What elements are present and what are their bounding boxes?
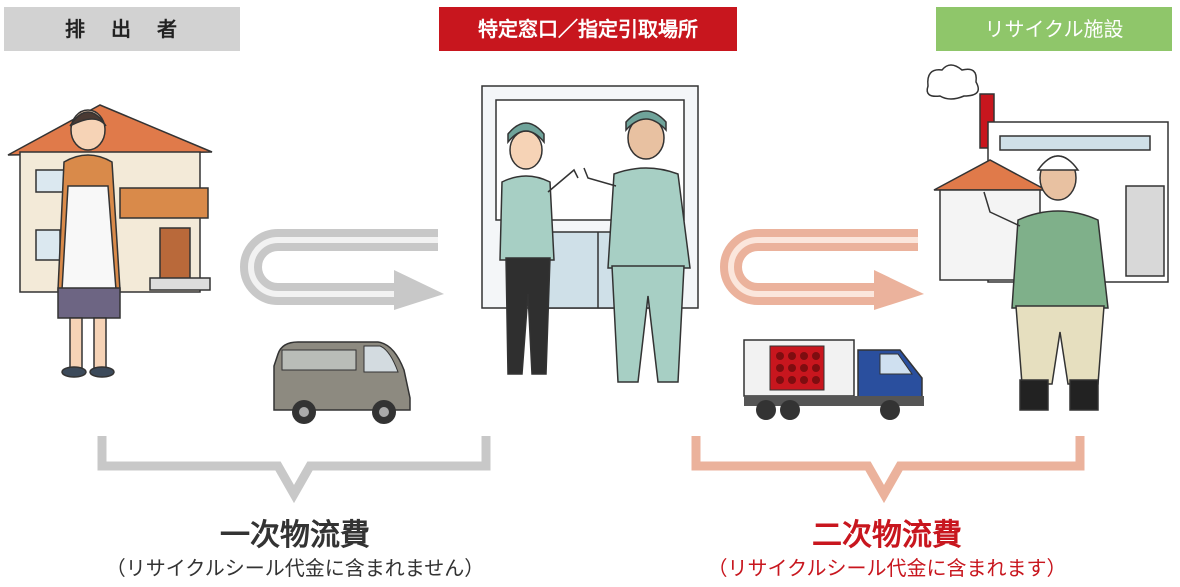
collection-point-workers-illustration: [481, 85, 699, 383]
secondary-cost-note: （リサイクルシール代金に含まれます）: [707, 556, 1067, 580]
factory-worker: [983, 155, 1109, 411]
house-with-resident-illustration: [7, 104, 213, 378]
smoke-icon: [926, 64, 979, 100]
gray-flow-arrow-icon: [240, 229, 444, 310]
secondary-cost-bracket: [691, 436, 1085, 504]
recycling-facility-illustration: [926, 64, 1169, 411]
collection-point-label: 特定窓口／指定引取場所: [439, 7, 737, 51]
woman: [57, 109, 121, 378]
secondary-cost-title: 二次物流費: [812, 518, 962, 553]
discharger-label: 排出者: [4, 7, 240, 51]
primary-cost-title: 一次物流費: [220, 518, 370, 553]
salmon-flow-arrow-icon: [720, 229, 924, 310]
recycling-facility-label: リサイクル施設: [936, 7, 1172, 51]
primary-cost-note: （リサイクルシール代金に含まれません）: [105, 556, 485, 580]
van-illustration: [273, 341, 411, 424]
male-worker: [583, 110, 691, 383]
female-worker: [499, 122, 579, 375]
truck-illustration: [743, 339, 924, 420]
primary-cost-bracket: [97, 436, 491, 504]
